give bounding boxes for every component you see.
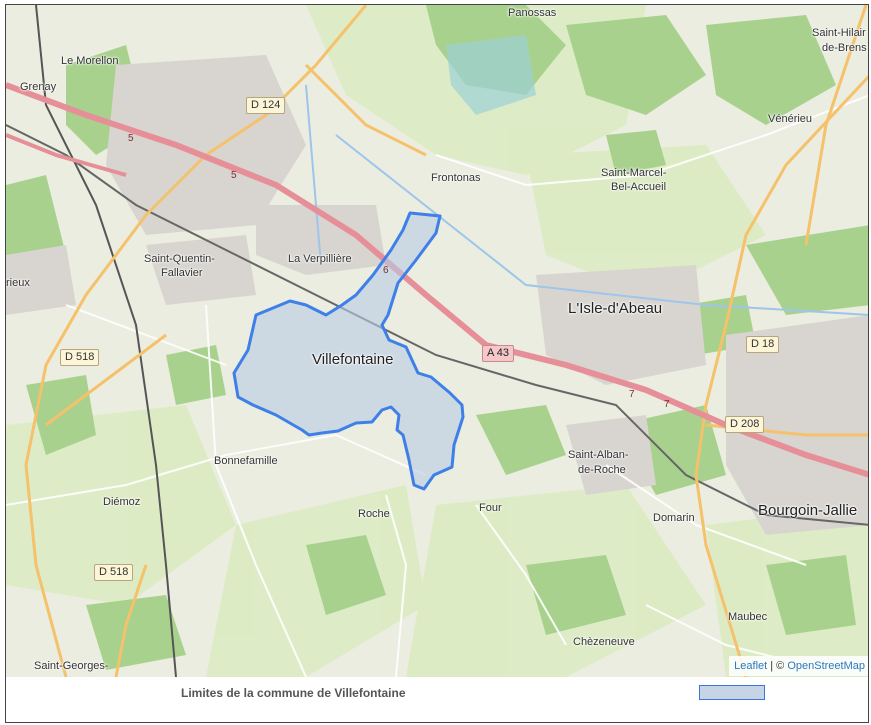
legend-label: Limites de la commune de Villefontaine xyxy=(181,686,406,700)
road-shield-d208: D 208 xyxy=(725,416,765,433)
place-bonnefamille: Bonnefamille xyxy=(214,455,278,467)
place-saint-hilaire-line2: de-Brens xyxy=(822,42,867,54)
place-rieux: rieux xyxy=(6,277,30,289)
water-areas xyxy=(305,35,868,316)
motorway-branch xyxy=(6,133,127,177)
place-frontonas: Frontonas xyxy=(431,172,481,184)
commune-boundary[interactable] xyxy=(232,211,465,491)
map-tiles xyxy=(6,5,868,677)
road-shield-d18: D 18 xyxy=(746,336,780,353)
place-villefontaine: Villefontaine xyxy=(312,351,394,368)
motorway-number-5b: 5 xyxy=(231,170,237,181)
place-diemoz: Diémoz xyxy=(103,496,141,508)
motorway-number-6: 6 xyxy=(383,265,389,276)
map-attribution: Leaflet | © OpenStreetMap xyxy=(729,656,868,676)
place-venerieu: Vénérieu xyxy=(768,113,813,125)
place-saint-alban-line1: Saint-Alban- xyxy=(568,449,629,461)
map-canvas[interactable]: Panossas Le Morellon Grenay Saint-Hilair… xyxy=(6,5,868,677)
motorway-number-5a: 5 xyxy=(128,133,134,144)
place-chezeneuve: Chèzeneuve xyxy=(573,636,635,648)
place-saint-georges: Saint-Georges- xyxy=(34,660,109,672)
place-la-verpilliere: La Verpillière xyxy=(288,253,352,265)
place-saint-hilaire-line1: Saint-Hilair xyxy=(812,27,866,39)
railway xyxy=(6,124,868,526)
road-shield-d518-south: D 518 xyxy=(94,564,134,581)
motorway-number-7a: 7 xyxy=(629,389,635,400)
road-shield-a43: A 43 xyxy=(482,345,515,362)
legend-swatch xyxy=(699,685,765,700)
place-panossas: Panossas xyxy=(508,7,557,19)
railway-south xyxy=(35,5,177,677)
place-domarin: Domarin xyxy=(653,512,695,524)
place-saint-quentin-line2: Fallavier xyxy=(161,267,203,279)
attribution-separator: | © xyxy=(767,660,788,672)
road-shield-d124: D 124 xyxy=(246,97,286,114)
leaflet-link[interactable]: Leaflet xyxy=(734,660,768,672)
primary-roads xyxy=(24,5,868,677)
place-roche: Roche xyxy=(358,508,390,520)
map-widget: Panossas Le Morellon Grenay Saint-Hilair… xyxy=(5,4,869,723)
minor-roads xyxy=(6,94,868,677)
place-le-morellon: Le Morellon xyxy=(61,55,119,67)
motorway-number-7b: 7 xyxy=(664,399,670,410)
place-grenay: Grenay xyxy=(20,81,57,93)
road-shield-d518-north: D 518 xyxy=(60,349,100,366)
openstreetmap-link[interactable]: OpenStreetMap xyxy=(787,660,865,672)
place-bourgoin-jallieu: Bourgoin-Jallie xyxy=(758,502,858,519)
place-maubec: Maubec xyxy=(728,611,768,623)
place-saint-marcel-line1: Saint-Marcel- xyxy=(601,167,667,179)
place-four: Four xyxy=(479,502,502,514)
place-lisle-dabeau: L'Isle-d'Abeau xyxy=(568,300,663,317)
place-saint-quentin-line1: Saint-Quentin- xyxy=(144,253,215,265)
place-saint-marcel-line2: Bel-Accueil xyxy=(611,181,667,193)
place-saint-alban-line2: de-Roche xyxy=(578,464,626,476)
